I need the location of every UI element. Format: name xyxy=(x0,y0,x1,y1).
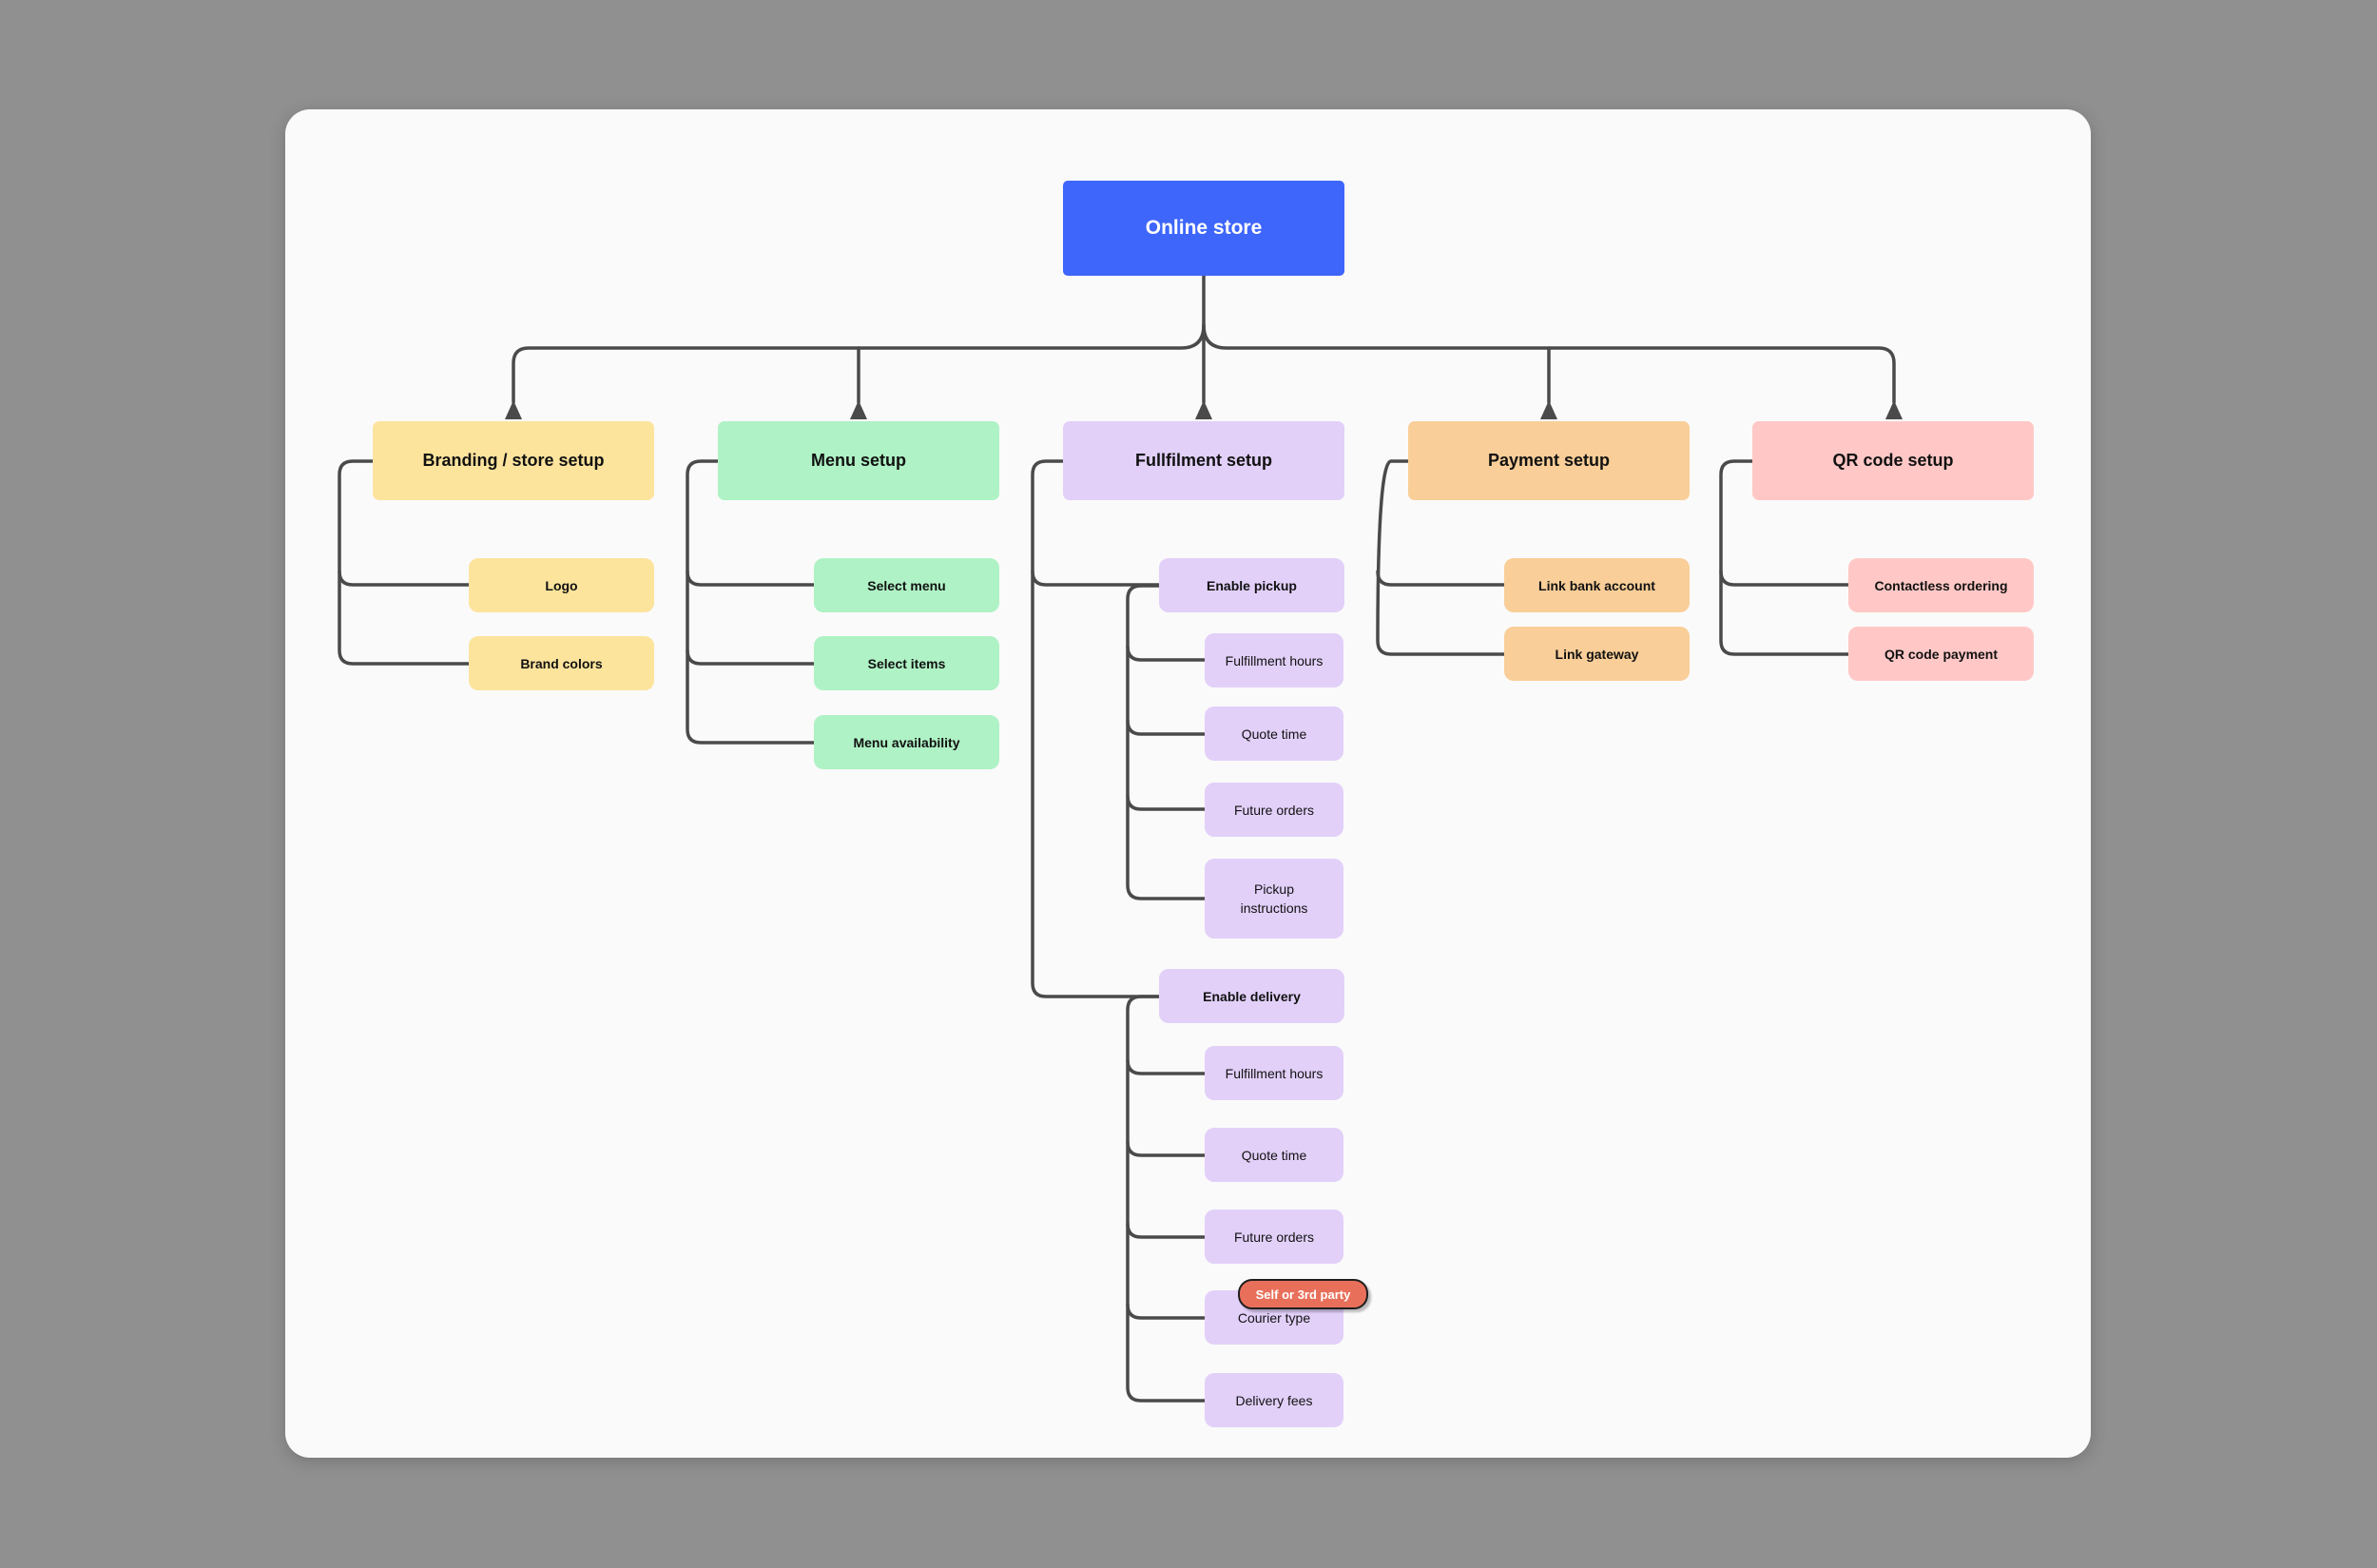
node-link-bank-account[interactable]: Link bank account xyxy=(1504,558,1690,612)
node-brand-colors[interactable]: Brand colors xyxy=(469,636,654,690)
node-link-gateway[interactable]: Link gateway xyxy=(1504,627,1690,681)
tag-self-or-3rd-party[interactable]: Self or 3rd party xyxy=(1238,1279,1368,1309)
node-delivery-fulfillment-hours[interactable]: Fulfillment hours xyxy=(1205,1046,1343,1100)
node-pickup-future-orders[interactable]: Future orders xyxy=(1205,783,1343,837)
node-label: Select menu xyxy=(867,577,946,593)
node-label: Link bank account xyxy=(1538,577,1655,593)
node-contactless-ordering[interactable]: Contactless ordering xyxy=(1848,558,2034,612)
node-enable-pickup[interactable]: Enable pickup xyxy=(1159,558,1344,612)
node-label: Link gateway xyxy=(1555,646,1639,662)
node-label: Menu setup xyxy=(810,451,906,470)
node-delivery-quote-time[interactable]: Quote time xyxy=(1205,1128,1343,1182)
node-menu-setup[interactable]: Menu setup xyxy=(718,421,999,500)
node-label: Quote time xyxy=(1241,1147,1307,1163)
node-online-store[interactable]: Online store xyxy=(1063,181,1344,276)
node-label: Fullfilment setup xyxy=(1135,451,1272,470)
node-label: Pickup instructions xyxy=(1240,881,1308,916)
node-payment-setup[interactable]: Payment setup xyxy=(1408,421,1690,500)
node-delivery-fees[interactable]: Delivery fees xyxy=(1205,1373,1343,1427)
node-label: Enable delivery xyxy=(1203,988,1301,1004)
node-qr-code-setup[interactable]: QR code setup xyxy=(1752,421,2034,500)
node-qr-code-payment[interactable]: QR code payment xyxy=(1848,627,2034,681)
node-label: Payment setup xyxy=(1487,451,1611,470)
node-label: Branding / store setup xyxy=(422,451,605,470)
node-label: Courier type xyxy=(1237,1309,1311,1326)
node-label: QR code payment xyxy=(1884,646,1999,662)
node-pickup-fulfillment-hours[interactable]: Fulfillment hours xyxy=(1205,633,1343,687)
node-logo[interactable]: Logo xyxy=(469,558,654,612)
node-label: Select items xyxy=(867,655,946,671)
whiteboard-canvas[interactable] xyxy=(285,109,2091,1458)
tag-label: Self or 3rd party xyxy=(1255,1287,1351,1302)
node-label: Future orders xyxy=(1233,802,1315,818)
node-label: Menu availability xyxy=(853,734,960,750)
node-label: Fulfillment hours xyxy=(1225,652,1324,668)
node-branding-store-setup[interactable]: Branding / store setup xyxy=(373,421,654,500)
node-label: Contactless ordering xyxy=(1874,577,2008,593)
node-menu-availability[interactable]: Menu availability xyxy=(814,715,999,769)
node-fulfillment-setup[interactable]: Fullfilment setup xyxy=(1063,421,1344,500)
node-label: Future orders xyxy=(1233,1229,1315,1245)
node-label: Online store xyxy=(1145,217,1263,239)
node-label: Brand colors xyxy=(520,655,603,671)
node-select-menu[interactable]: Select menu xyxy=(814,558,999,612)
node-pickup-instructions[interactable]: Pickup instructions xyxy=(1205,859,1343,939)
node-label: Logo xyxy=(545,577,578,593)
node-pickup-quote-time[interactable]: Quote time xyxy=(1205,707,1343,761)
node-label: Fulfillment hours xyxy=(1225,1065,1324,1081)
node-label: QR code setup xyxy=(1832,451,1954,470)
node-label: Delivery fees xyxy=(1235,1392,1313,1408)
node-delivery-future-orders[interactable]: Future orders xyxy=(1205,1210,1343,1264)
node-label: Enable pickup xyxy=(1207,577,1297,593)
node-select-items[interactable]: Select items xyxy=(814,636,999,690)
node-enable-delivery[interactable]: Enable delivery xyxy=(1159,969,1344,1023)
node-label: Quote time xyxy=(1241,726,1307,742)
